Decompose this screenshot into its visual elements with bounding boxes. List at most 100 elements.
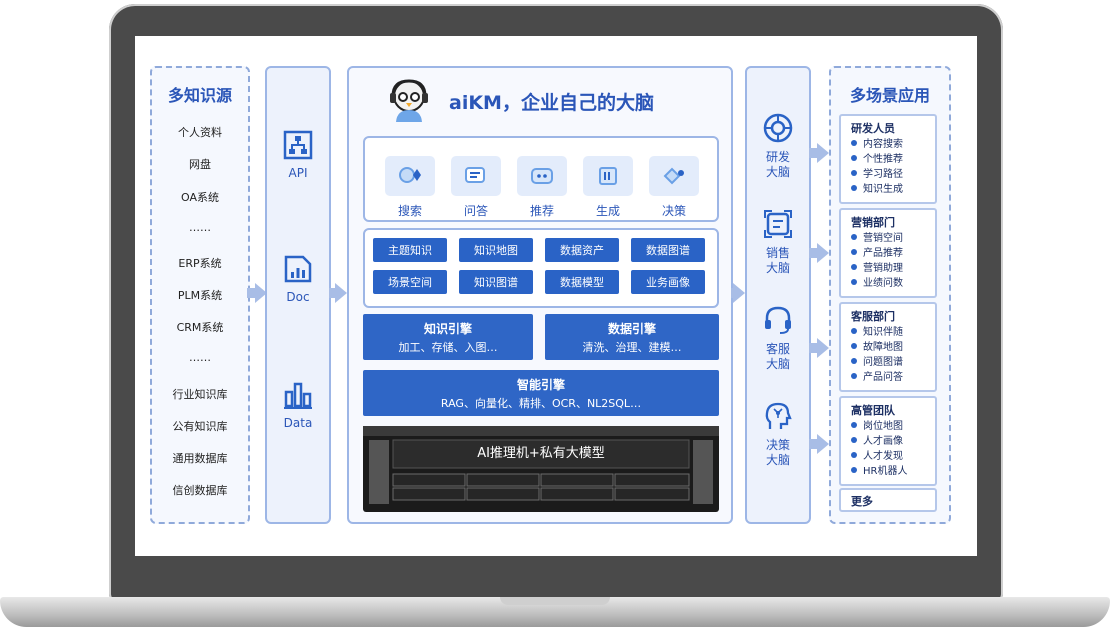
- brain-label: 决策大脑: [765, 438, 790, 467]
- capability-decision-icon: [649, 156, 699, 196]
- knowledge-engine-box: 知识引擎 加工、存储、入图…: [363, 314, 533, 360]
- scene-group-support: 客服部门 知识伴随 故障地图 问题图谱 产品问答: [839, 302, 937, 392]
- scene-item: 个性推荐: [851, 153, 935, 167]
- scenes-title: 多场景应用: [849, 86, 930, 105]
- flow-arrow-icon: [255, 283, 267, 303]
- scene-item: 业绩问数: [851, 277, 935, 291]
- decision-head-icon: [765, 402, 792, 429]
- capability-label: 决策: [661, 204, 686, 218]
- laptop-notch: [500, 597, 610, 605]
- flow-arrow-stem: [809, 148, 817, 158]
- source-item: ……: [189, 221, 211, 234]
- mascot-icon: [390, 79, 428, 122]
- capability-recommend-icon: [517, 156, 567, 196]
- scene-item: 产品推荐: [851, 247, 935, 261]
- brain-label: 客服大脑: [765, 342, 790, 371]
- tag-item: 主题知识: [373, 238, 447, 262]
- flow-arrow-stem: [247, 288, 255, 298]
- input-type-data: Data: [267, 380, 329, 430]
- brain-label: 研发大脑: [765, 150, 790, 179]
- tag-item: 场景空间: [373, 270, 447, 294]
- smart-engine-title: 智能引擎: [516, 378, 565, 392]
- source-item: PLM系统: [177, 289, 223, 302]
- data-engine-title: 数据引擎: [607, 322, 656, 336]
- scene-group-executive: 高管团队 岗位地图 人才画像 人才发现 HR机器人: [839, 396, 937, 486]
- server-rack-icon: [363, 426, 719, 512]
- scene-group-rd: 研发人员 内容搜索 个性推荐 学习路径 知识生成: [839, 114, 937, 204]
- flow-arrow-icon: [817, 143, 829, 163]
- brains-panel: 研发大脑 销售大脑 客服大脑: [745, 66, 811, 524]
- scene-item: 产品问答: [851, 371, 935, 385]
- bar-chart-icon: [284, 382, 312, 409]
- knowledge-sources-panel: 多知识源 个人资料 网盘 OA系统 …… ERP系统 PLM系统 CRM系统 ……: [150, 66, 250, 524]
- research-icon: [763, 113, 793, 143]
- smart-engine-subtitle: RAG、向量化、精排、OCR、NL2SQL…: [440, 397, 642, 410]
- capability-label: 推荐: [529, 204, 554, 218]
- flow-arrow-icon: [335, 283, 347, 303]
- knowledge-tags-box: 主题知识 知识地图 数据资产 数据图谱 场景空间 知识图谱 数据模型 业务画像: [363, 228, 719, 308]
- capabilities-box: 搜索 问答 推荐 生成 决策: [363, 136, 719, 222]
- capability-generate-icon: [583, 156, 633, 196]
- source-item: OA系统: [181, 191, 219, 204]
- diagram-screen: 多知识源 个人资料 网盘 OA系统 …… ERP系统 PLM系统 CRM系统 ……: [135, 36, 977, 556]
- sources-title: 多知识源: [167, 86, 232, 105]
- api-icon: [283, 130, 313, 160]
- flow-arrow-stem: [809, 343, 817, 353]
- scene-more: 更多: [839, 488, 937, 512]
- scene-group-title: 客服部门: [851, 310, 895, 323]
- tag-item: 数据模型: [545, 270, 619, 294]
- flow-arrow-stem: [329, 288, 335, 298]
- scene-group-title: 高管团队: [851, 404, 895, 417]
- api-label: API: [288, 166, 308, 180]
- capability-label: 生成: [595, 204, 620, 218]
- tag-item: 数据资产: [545, 238, 619, 262]
- brain-sales: 销售大脑: [747, 208, 809, 275]
- scene-item: 故障地图: [851, 341, 935, 355]
- scene-item: 知识生成: [851, 183, 935, 197]
- source-item: 网盘: [189, 158, 211, 171]
- aikm-core-panel: aiKM，企业自己的大脑 搜索 问答 推荐 生成 决策: [347, 66, 733, 524]
- brain-label: 销售大脑: [765, 246, 790, 275]
- input-type-doc: Doc: [267, 254, 329, 304]
- data-engine-subtitle: 清洗、治理、建模…: [582, 341, 682, 354]
- capability-search-icon: [385, 156, 435, 196]
- source-item: 个人资料: [178, 126, 222, 139]
- scene-item: 知识伴随: [851, 326, 935, 340]
- sales-icon: [764, 210, 792, 238]
- server-label: AI推理机+私有大模型: [477, 446, 605, 461]
- tag-item: 业务画像: [631, 270, 705, 294]
- source-item: CRM系统: [176, 321, 224, 334]
- scene-item: 人才发现: [851, 450, 935, 464]
- source-item: 公有知识库: [172, 420, 228, 433]
- flow-arrow-stem: [809, 439, 817, 449]
- smart-engine-box: 智能引擎 RAG、向量化、精排、OCR、NL2SQL…: [363, 370, 719, 416]
- scene-item: HR机器人: [851, 465, 935, 479]
- brain-decision: 决策大脑: [747, 400, 809, 467]
- flow-arrow-icon: [817, 243, 829, 263]
- scene-item: 岗位地图: [851, 420, 935, 434]
- tag-item: 数据图谱: [631, 238, 705, 262]
- scene-item: 学习路径: [851, 168, 935, 182]
- scene-group-title: 研发人员: [851, 122, 895, 135]
- source-item: ……: [189, 351, 211, 364]
- knowledge-engine-subtitle: 加工、存储、入图…: [398, 341, 498, 354]
- knowledge-engine-title: 知识引擎: [423, 322, 472, 336]
- source-item: ERP系统: [178, 257, 222, 270]
- scene-item: 问题图谱: [851, 356, 935, 370]
- data-label: Data: [283, 416, 313, 430]
- brain-support: 客服大脑: [747, 304, 809, 371]
- flow-arrow-icon: [817, 338, 829, 358]
- data-engine-box: 数据引擎 清洗、治理、建模…: [545, 314, 719, 360]
- scene-more-label: 更多: [851, 495, 873, 508]
- scene-group-title: 营销部门: [851, 216, 895, 229]
- source-item: 通用数据库: [172, 452, 228, 465]
- tag-item: 知识图谱: [459, 270, 533, 294]
- flow-arrow-icon: [733, 283, 745, 303]
- scene-group-marketing: 营销部门 营销空间 产品推荐 营销助理 业绩问数: [839, 208, 937, 298]
- source-item: 信创数据库: [172, 484, 228, 497]
- source-item: 行业知识库: [172, 388, 228, 401]
- flow-arrow-stem: [809, 248, 817, 258]
- input-type-api: API: [267, 130, 329, 180]
- tag-item: 知识地图: [459, 238, 533, 262]
- doc-label: Doc: [286, 290, 310, 304]
